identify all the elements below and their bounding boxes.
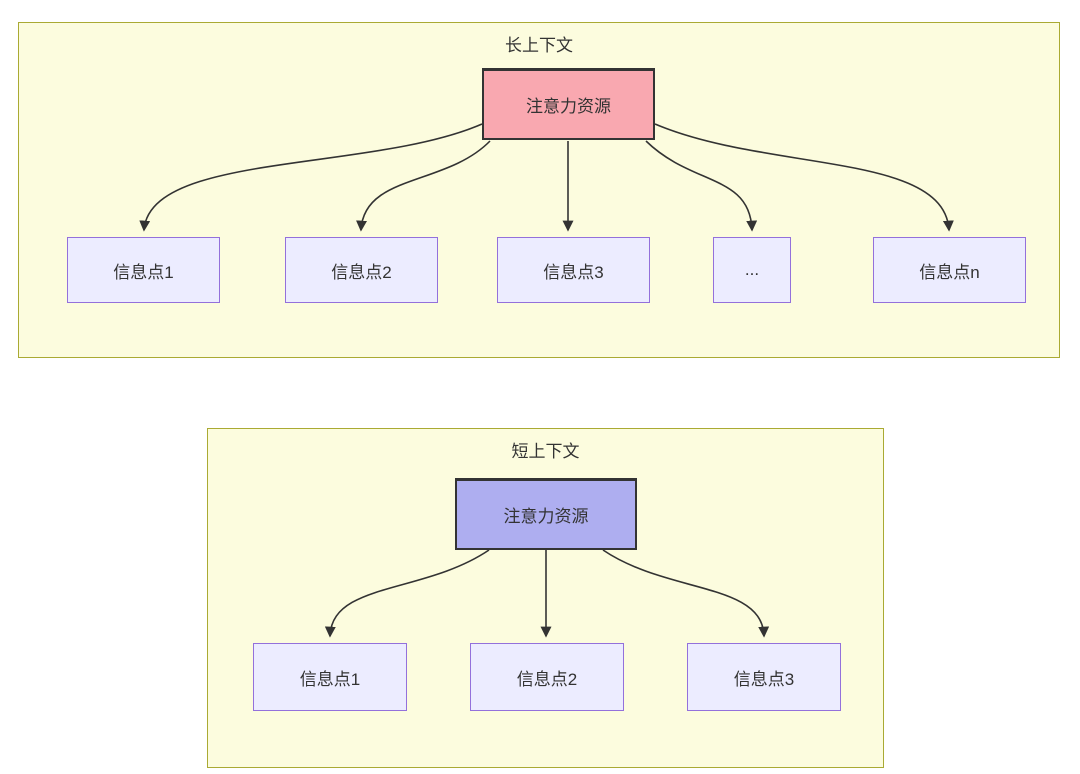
short-info-node-1: 信息点1	[253, 643, 407, 711]
long-info-node-n: 信息点n	[873, 237, 1026, 303]
long-info-node-dots: ...	[713, 237, 791, 303]
long-info-node-2: 信息点2	[285, 237, 438, 303]
long-context-title: 长上下文	[505, 36, 573, 55]
short-info-node-3: 信息点3	[687, 643, 841, 711]
long-attention-node: 注意力资源	[482, 68, 655, 140]
short-info-node-2: 信息点2	[470, 643, 624, 711]
long-info-node-3: 信息点3	[497, 237, 650, 303]
short-attention-node: 注意力资源	[455, 478, 637, 550]
short-context-title: 短上下文	[511, 442, 580, 461]
long-info-node-1: 信息点1	[67, 237, 220, 303]
